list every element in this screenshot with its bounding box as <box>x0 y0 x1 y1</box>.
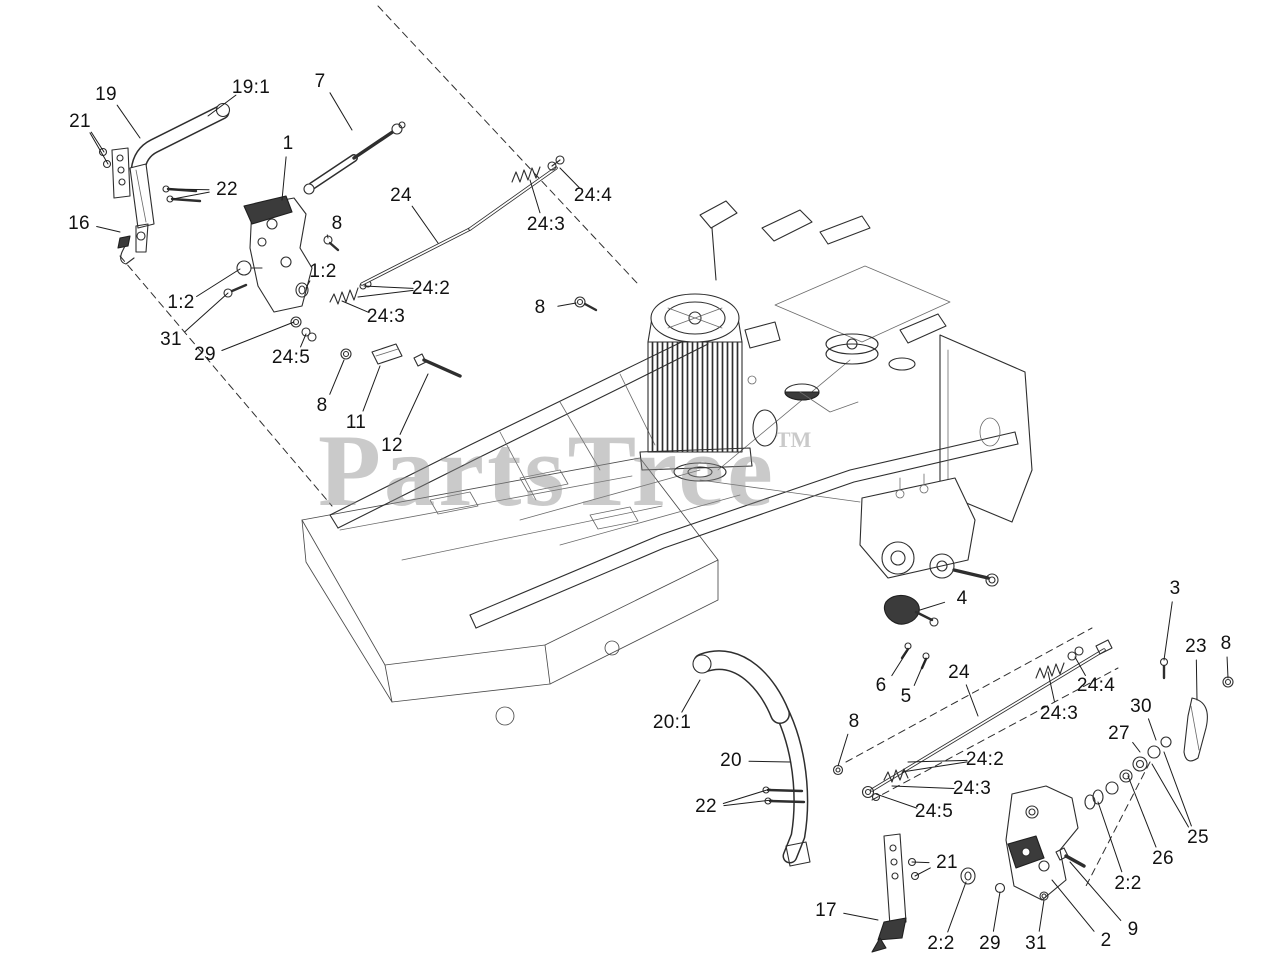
leader-line <box>116 104 141 139</box>
leader-line <box>169 188 210 191</box>
leader-line <box>357 289 414 298</box>
leader-line <box>911 861 930 864</box>
leader-line <box>919 601 946 611</box>
leader-line <box>681 679 701 713</box>
leader-line <box>196 268 241 298</box>
leader-line <box>341 300 370 314</box>
pulleys <box>784 333 916 413</box>
leader-line <box>329 359 345 395</box>
leader-line <box>1097 801 1123 873</box>
leader-line <box>1051 879 1095 932</box>
leader-line <box>411 205 439 244</box>
leader-line <box>965 684 979 717</box>
leader-line <box>300 333 307 348</box>
leader-line <box>837 733 849 767</box>
leader-line <box>907 759 968 763</box>
leader-line <box>1127 775 1157 848</box>
leader-line <box>559 167 580 189</box>
engine <box>639 293 781 482</box>
leader-line <box>1151 763 1189 828</box>
construction-lines <box>119 5 1151 887</box>
lower-control-assembly <box>692 594 1234 953</box>
leader-line <box>1226 656 1229 679</box>
leader-line <box>557 302 577 307</box>
leader-line <box>1163 751 1192 827</box>
hydro-pump <box>859 473 999 587</box>
leader-line <box>362 365 381 412</box>
leader-line <box>172 191 210 200</box>
upper-control-assembly <box>98 102 598 378</box>
leader-line <box>748 760 791 763</box>
leader-line <box>529 179 541 214</box>
leader-line <box>96 225 121 233</box>
leader-line <box>875 793 918 809</box>
leader-line <box>207 94 237 117</box>
leader-line <box>843 912 879 921</box>
leader-line <box>281 156 287 201</box>
leader-line <box>723 799 773 807</box>
leader-line <box>89 132 109 165</box>
leader-line <box>992 891 1001 932</box>
watermark-text: PartsTree <box>318 414 776 528</box>
leader-line <box>891 785 955 790</box>
leader-line <box>914 867 931 877</box>
leader-line <box>1069 861 1122 921</box>
leader-line <box>184 292 229 333</box>
leader-line <box>947 881 967 933</box>
leader-line <box>399 373 429 435</box>
mower-deck <box>301 457 719 726</box>
leader-line <box>1195 659 1198 701</box>
watermark-tm: TM <box>775 427 812 452</box>
leader-line <box>1047 671 1055 702</box>
leader-line <box>305 280 311 289</box>
leader-line <box>722 788 771 804</box>
leader-line <box>329 92 353 131</box>
main-frame <box>329 200 1033 629</box>
leader-lines <box>89 92 1229 933</box>
leader-line <box>1147 718 1157 741</box>
leader-line <box>363 285 414 289</box>
leader-line <box>90 131 105 153</box>
leader-line <box>913 657 927 686</box>
leader-line <box>326 234 329 239</box>
leader-line <box>1038 899 1045 932</box>
watermark: PartsTreeTM <box>318 420 811 523</box>
leader-line <box>901 761 968 773</box>
leader-line <box>1074 656 1086 676</box>
leader-line <box>1163 601 1173 661</box>
leader-line <box>221 321 295 351</box>
leader-line <box>1132 741 1141 753</box>
leader-line <box>891 649 909 677</box>
